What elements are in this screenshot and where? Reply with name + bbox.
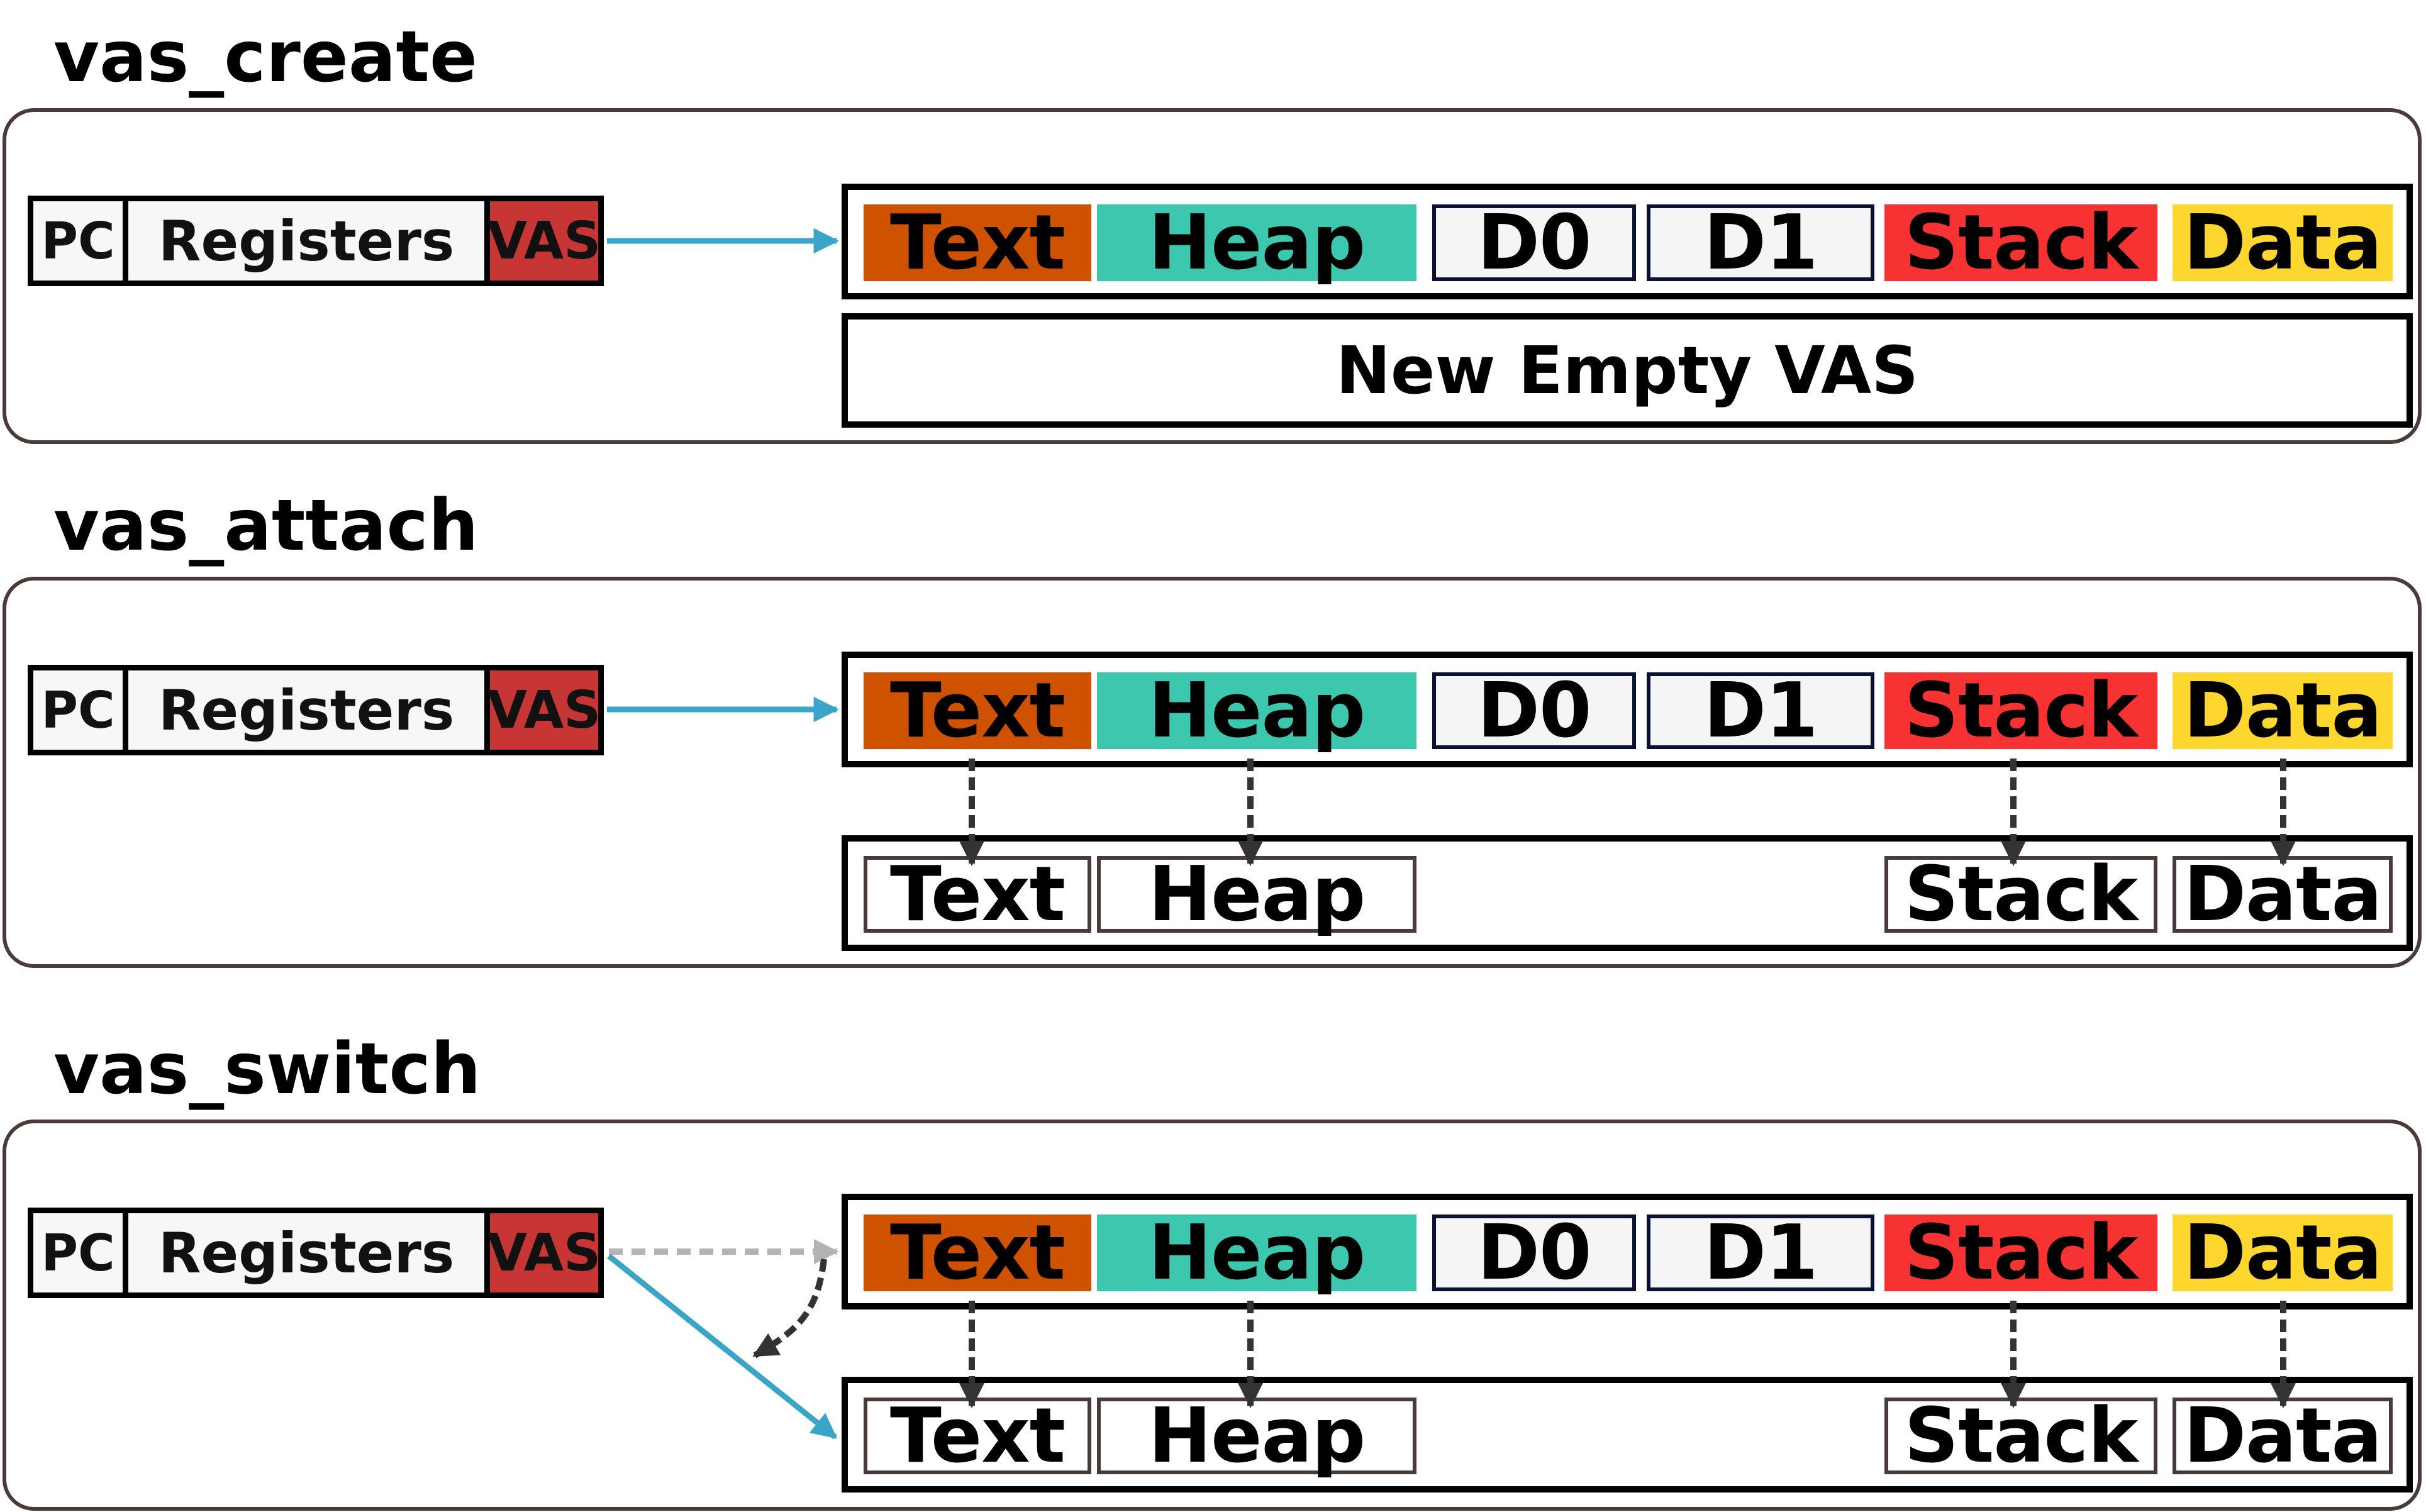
segment-heap: Heap [1097, 199, 1416, 287]
segment-d1: D1 [1647, 1209, 1874, 1297]
switch-new-pointer-arrow [607, 1254, 838, 1440]
vas-cell: VAS [484, 196, 604, 286]
segment-data: Data [2173, 667, 2393, 755]
vas-switch-panel [3, 1120, 2422, 1511]
segment-heap: Heap [1097, 1209, 1416, 1297]
segment-d1: D1 [1647, 199, 1874, 287]
vas-create-segments: Text Heap D0 D1 Stack Data [842, 184, 2413, 299]
vas-attach-segments: Text Heap D0 D1 Stack Data [842, 652, 2413, 767]
thread-box-create: PC Registers VAS [28, 196, 604, 286]
vas-switch-segments: Text Heap D0 D1 Stack Data [842, 1194, 2413, 1309]
segment-text: Text [864, 667, 1091, 755]
vas-attach-attached: Text Heap Stack Data [842, 835, 2413, 951]
vas-cell: VAS [484, 665, 604, 755]
vas-switch-title: vas_switch [53, 1028, 481, 1110]
vas-switch-attached: Text Heap Stack Data [842, 1377, 2413, 1493]
attached-segment-data: Data [2173, 851, 2393, 938]
thread-box-switch: PC Registers VAS [28, 1208, 604, 1298]
segment-text: Text [864, 199, 1091, 287]
pc-cell: PC [28, 196, 128, 286]
pc-cell: PC [28, 1208, 128, 1298]
vas-cell: VAS [484, 1208, 604, 1298]
segment-stack: Stack [1884, 1209, 2157, 1297]
segment-d0: D0 [1432, 667, 1636, 755]
segment-data: Data [2173, 199, 2393, 287]
registers-cell: Registers [123, 665, 490, 755]
registers-cell: Registers [123, 196, 490, 286]
vas-create-panel [3, 108, 2422, 444]
switch-curve-arrow [752, 1259, 827, 1359]
segment-text: Text [864, 1209, 1091, 1297]
segment-d1: D1 [1647, 667, 1874, 755]
vas-attach-panel [3, 577, 2422, 968]
segment-stack: Stack [1884, 667, 2157, 755]
attached-segment-stack: Stack [1884, 1392, 2157, 1480]
segment-heap: Heap [1097, 667, 1416, 755]
vas-attach-title: vas_attach [53, 485, 479, 567]
segment-data: Data [2173, 1209, 2393, 1297]
registers-cell: Registers [123, 1208, 490, 1298]
pc-cell: PC [28, 665, 128, 755]
vas-create-title: vas_create [53, 16, 477, 98]
segment-d0: D0 [1432, 199, 1636, 287]
thread-box-attach: PC Registers VAS [28, 665, 604, 755]
segment-stack: Stack [1884, 199, 2157, 287]
segment-d0: D0 [1432, 1209, 1636, 1297]
new-empty-vas-box: New Empty VAS [842, 313, 2413, 428]
